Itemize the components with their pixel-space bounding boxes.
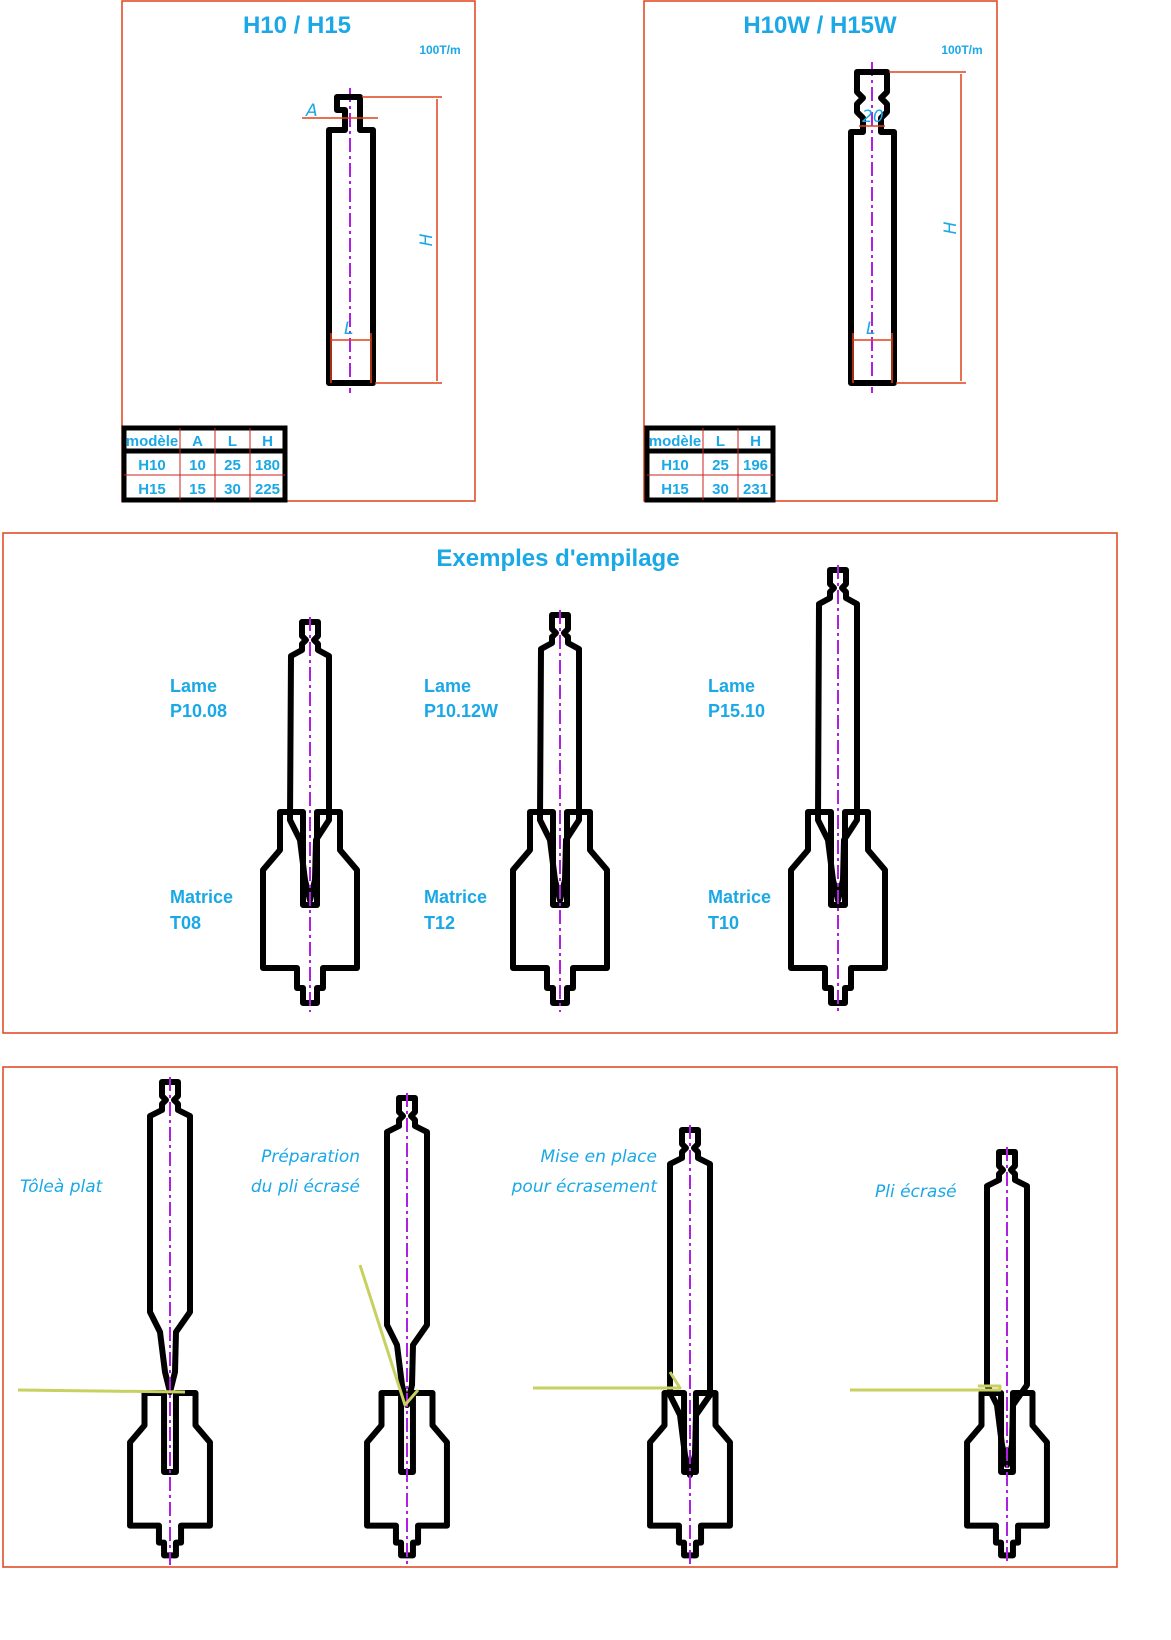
- die-label: T10: [708, 913, 739, 933]
- table-header: L: [716, 433, 725, 450]
- die-outline: [788, 809, 888, 1006]
- panel-frame: [121, 0, 476, 502]
- panel-h10-h15: H10 / H15 100T/m A H L modèle A L H H10 10 25 1…: [121, 0, 476, 503]
- table-header: L: [228, 433, 237, 450]
- die-outline: [964, 1390, 1050, 1559]
- matrice-label: Matrice: [170, 887, 233, 907]
- die-outline: [510, 809, 610, 1006]
- table-header: H: [750, 433, 761, 450]
- table-cell: H15: [661, 481, 689, 498]
- lame-label: Lame: [424, 676, 471, 696]
- table-cell: 15: [189, 481, 206, 498]
- step-label: Pli écrasé: [875, 1182, 957, 1202]
- punch-label: P10.08: [170, 701, 227, 721]
- table-header: modèle: [126, 433, 179, 450]
- punch-label: P15.10: [708, 701, 765, 721]
- punch-label: P10.12W: [424, 701, 498, 721]
- step-label: du pli écrasé: [251, 1177, 360, 1197]
- step-label: pour écrasement: [511, 1177, 659, 1197]
- table-header: H: [262, 433, 273, 450]
- panel-title: H10W / H15W: [743, 12, 897, 39]
- table-cell: H10: [138, 457, 166, 474]
- panel-bending-steps: Tôleà plat Préparation du pli écrasé Mise e…: [2, 1066, 1118, 1568]
- die-outline: [647, 1390, 733, 1559]
- punch-outline: [384, 1095, 430, 1408]
- holder-hw-outline: [848, 69, 897, 386]
- lame-label: Lame: [170, 676, 217, 696]
- holder-h-outline: [326, 94, 376, 386]
- table-cell: 225: [255, 481, 280, 498]
- sheet-metal: [533, 1371, 682, 1390]
- dim-a-label: A: [305, 101, 318, 121]
- dimension-lines: [302, 96, 442, 384]
- capacity-label: 100T/m: [419, 43, 460, 57]
- table-header: A: [192, 433, 203, 450]
- punch-outline: [537, 612, 582, 903]
- table-cell: H15: [138, 481, 166, 498]
- dim-l-label: L: [866, 319, 875, 339]
- dim-l-label: L: [344, 319, 353, 339]
- panel-stacking-examples: Exemples d'empilage LameP10.08MatriceT08…: [2, 532, 1118, 1034]
- table-cell: 231: [743, 481, 768, 498]
- panel-title: Exemples d'empilage: [436, 545, 679, 572]
- step-label: Tôleà plat: [20, 1177, 104, 1197]
- dim-h-label: H: [941, 221, 961, 234]
- bending-step: Préparation du pli écrasé: [251, 1093, 450, 1565]
- sheet-metal: [850, 1384, 1002, 1392]
- table-header: modèle: [649, 433, 702, 450]
- dim-20-label: 20: [862, 107, 884, 127]
- bending-step: Mise en place pour écrasement: [511, 1125, 733, 1565]
- table-cell: 180: [255, 457, 280, 474]
- bending-step: Tôleà plat: [17, 1077, 213, 1565]
- table-border: [121, 425, 288, 503]
- die-label: T12: [424, 913, 455, 933]
- sheet-metal: [358, 1264, 420, 1407]
- die-outline: [260, 809, 360, 1006]
- step-label: Préparation: [261, 1147, 360, 1167]
- punch-outline: [984, 1149, 1030, 1468]
- capacity-label: 100T/m: [941, 43, 982, 57]
- table-cell: 10: [189, 457, 206, 474]
- die-outline: [364, 1390, 450, 1559]
- punch-outline: [147, 1079, 193, 1395]
- panel-h10w-h15w: H10W / H15W 100T/m 20 H L modèle L H H10 25 1…: [643, 0, 998, 503]
- table-cell: 25: [712, 457, 729, 474]
- matrice-label: Matrice: [708, 887, 771, 907]
- dimension-lines: [852, 71, 966, 384]
- dim-h-label: H: [417, 233, 437, 246]
- panel-frame: [643, 0, 998, 502]
- table-cell: H10: [661, 457, 689, 474]
- table-cell: 30: [712, 481, 729, 498]
- punch-outline: [667, 1127, 713, 1478]
- die-label: T08: [170, 913, 201, 933]
- step-label: Mise en place: [541, 1147, 658, 1167]
- panel-frame: [2, 532, 1118, 1034]
- matrice-label: Matrice: [424, 887, 487, 907]
- panel-frame: [2, 1066, 1118, 1568]
- table-border: [644, 425, 776, 503]
- punch-outline: [287, 619, 332, 903]
- sheet-metal: [17, 1388, 186, 1394]
- table-cell: 30: [224, 481, 241, 498]
- panel-title: H10 / H15: [243, 12, 351, 39]
- bending-step: Pli écrasé: [850, 1147, 1050, 1565]
- table-cell: 196: [743, 457, 768, 474]
- lame-label: Lame: [708, 676, 755, 696]
- table-cell: 25: [224, 457, 241, 474]
- punch-outline: [815, 567, 860, 903]
